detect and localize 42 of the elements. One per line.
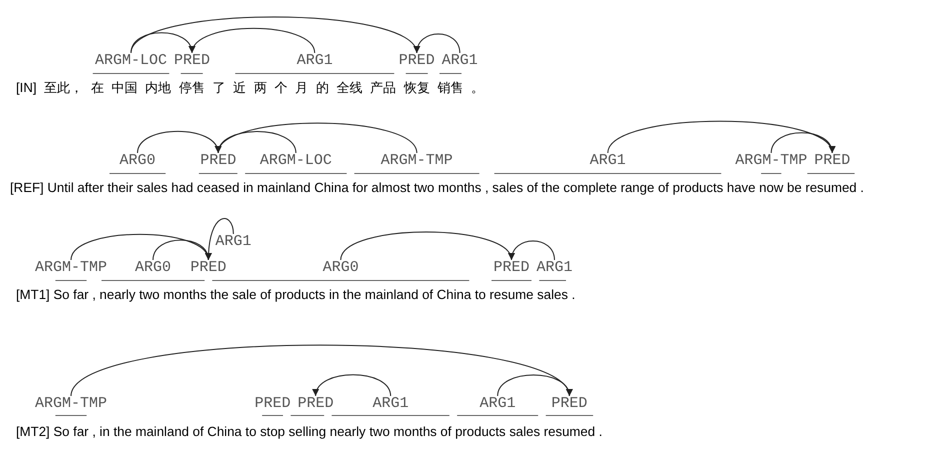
role-label: PRED	[190, 260, 226, 275]
role-label: PRED	[200, 153, 236, 168]
arc-arrow	[190, 28, 316, 54]
arc-arrow	[509, 240, 555, 260]
sentence-text: [IN] 至此， 在 中国 内地 停售 了 近 两 个 月 的 全线 产品 恢复 销售 。	[16, 80, 484, 96]
arc-arrow	[130, 16, 418, 54]
role-label: PRED	[551, 396, 588, 411]
arc-arrow	[137, 130, 220, 154]
role-label: ARG1	[590, 153, 626, 168]
role-label: ARG1	[536, 260, 573, 275]
role-label: ARGM-TMP	[35, 396, 108, 411]
arc-arrow	[607, 120, 833, 154]
sentence-text: [REF] Until after their sales had ceased in mainland China for almost two months , sales of the complete range of products have now be resumed .	[10, 180, 864, 196]
arc-arrow	[205, 218, 234, 260]
arc-arrow	[497, 374, 572, 396]
arc-arrow	[70, 234, 210, 260]
role-label: PRED	[174, 53, 210, 68]
role-label: ARG1	[372, 396, 409, 411]
role-label: PRED	[494, 260, 530, 275]
role-label: ARG0	[120, 153, 156, 168]
sentence-text: [MT2] So far , in the mainland of China to stop selling nearly two months of products sales resumed .	[16, 424, 602, 440]
arc-arrow	[340, 232, 512, 260]
role-label: ARG1	[215, 234, 252, 249]
role-label: ARG1	[480, 396, 516, 411]
arc-arrow	[218, 122, 418, 154]
role-label: ARGM-LOC	[260, 153, 332, 168]
role-label: PRED	[254, 396, 291, 411]
arc-arrow	[414, 34, 460, 54]
role-label: PRED	[814, 153, 850, 168]
role-label: ARGM-TMP	[380, 153, 453, 168]
sentence-text: [MT1] So far , nearly two months the sale of products in the mainland of China to resume sales .	[16, 287, 576, 303]
role-label: ARGM-LOC	[95, 53, 168, 68]
role-label: ARGM-TMP	[35, 260, 108, 275]
arc-arrow	[314, 374, 392, 396]
role-label: ARG1	[296, 53, 333, 68]
role-label: ARGM-TMP	[735, 153, 808, 168]
role-label: PRED	[298, 396, 334, 411]
role-label: ARG0	[135, 260, 172, 275]
role-label: ARG0	[322, 260, 359, 275]
arc-arrow	[770, 132, 834, 154]
role-label: PRED	[398, 53, 435, 68]
role-label: ARG1	[442, 53, 478, 68]
